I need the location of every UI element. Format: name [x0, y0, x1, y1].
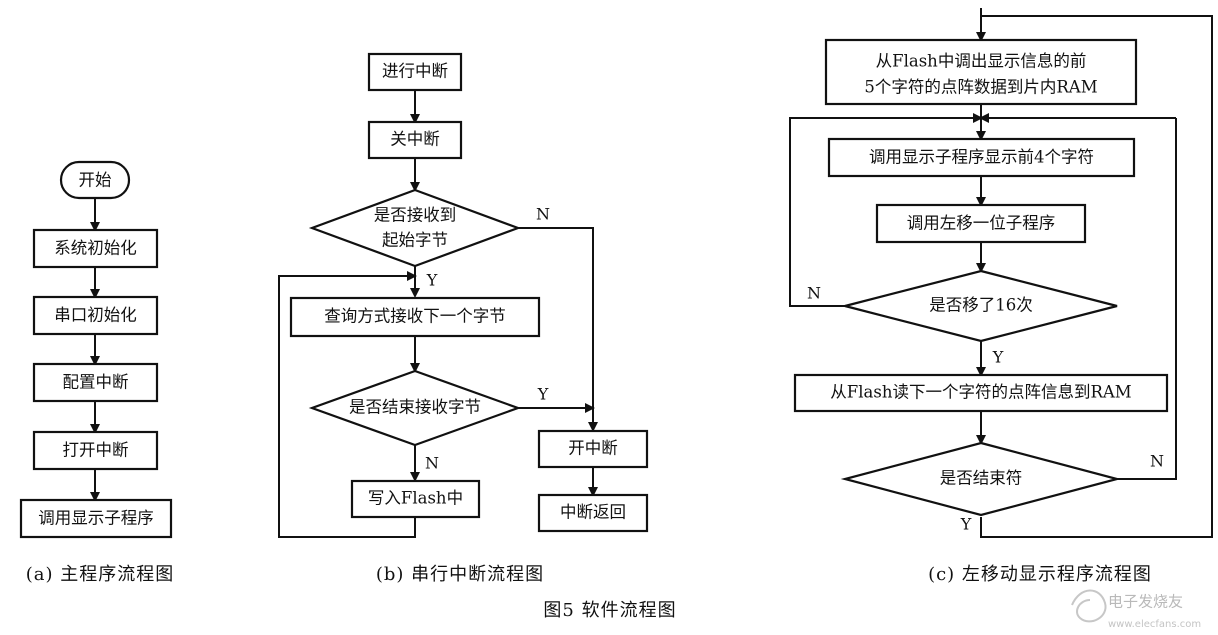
system-init-node — [32, 228, 159, 269]
decision-receive-label-line1: 是否接收到 — [374, 206, 457, 225]
close-interrupt-label: 关中断 — [390, 130, 440, 149]
open-interrupt-label-b: 开中断 — [568, 439, 618, 458]
call-display-node — [19, 498, 173, 539]
y-label-end: Y — [960, 515, 972, 534]
start-node-label: 开始 — [79, 171, 112, 190]
watermark: 电子发烧友 www.elecfans.com — [1071, 589, 1201, 630]
open-interrupt-label-a: 打开中断 — [63, 441, 129, 460]
panel-c-caption: (c) 左移动显示程序流程图 — [928, 564, 1152, 585]
interrupt-return-label: 中断返回 — [560, 503, 626, 522]
system-init-label: 系统初始化 — [54, 239, 137, 258]
interrupt-return-node — [537, 493, 649, 533]
open-interrupt-node-b — [537, 429, 649, 469]
load-flash-node — [824, 38, 1138, 106]
read-next-node — [793, 373, 1169, 413]
decision-end-node — [840, 441, 1122, 517]
watermark-site: www.elecfans.com — [1108, 619, 1201, 630]
panel-b-caption: (b) 串行中断流程图 — [376, 564, 544, 585]
shift-left-node — [875, 203, 1087, 244]
read-next-label: 从Flash读下一个字符的点阵信息到RAM — [830, 383, 1131, 402]
write-flash-label: 写入Flash中 — [368, 489, 463, 508]
config-interrupt-node — [32, 362, 159, 403]
load-flash-label-line1: 从Flash中调出显示信息的前 — [876, 52, 1087, 71]
shift-left-label: 调用左移一位子程序 — [907, 214, 1056, 233]
query-receive-label: 查询方式接收下一个字节 — [324, 307, 506, 326]
decision-receive-node — [308, 188, 522, 268]
decision-finish-label: 是否结束接收字节 — [349, 398, 481, 417]
decision-end-label: 是否结束符 — [940, 469, 1023, 488]
watermark-logo-icon — [1071, 589, 1107, 623]
watermark-brand: 电子发烧友 — [1108, 593, 1183, 611]
b-n-path-to-open — [518, 227, 598, 432]
panel-c-left-shift-display: 从Flash中调出显示信息的前 5个字符的点阵数据到片内RAM 调用显示子程序显… — [789, 8, 1213, 585]
enter-interrupt-node — [367, 52, 463, 92]
n-label-16: N — [807, 284, 821, 303]
y-label-16: Y — [992, 348, 1004, 367]
n-label-finish: N — [425, 454, 439, 473]
write-flash-node — [350, 479, 481, 519]
serial-init-label: 串口初始化 — [54, 306, 137, 325]
display-first4-node — [827, 137, 1136, 178]
call-display-label: 调用显示子程序 — [38, 509, 154, 528]
n-label-end: N — [1150, 452, 1164, 471]
y-label-receive: Y — [426, 271, 438, 290]
c-inner-return-left — [789, 113, 983, 307]
load-flash-label-line2: 5个字符的点阵数据到片内RAM — [864, 78, 1097, 97]
b-loop-back — [278, 271, 417, 538]
close-interrupt-node — [367, 120, 463, 160]
decision-16-label: 是否移了16次 — [929, 296, 1033, 315]
c-end-n-loop — [1117, 118, 1177, 480]
panel-b-serial-interrupt: 进行中断 关中断 是否接收到 起始字节 Y N 查询方式接收下一个字节 是否结束… — [278, 52, 649, 585]
enter-interrupt-label: 进行中断 — [382, 62, 448, 81]
c-outer-return-loop — [980, 15, 1213, 538]
figure-title: 图5 软件流程图 — [543, 600, 676, 621]
panel-a-caption: (a) 主程序流程图 — [26, 564, 175, 585]
display-first4-label: 调用显示子程序显示前4个字符 — [869, 148, 1094, 167]
y-label-finish: Y — [537, 385, 549, 404]
panel-a-main-program: 开始 系统初始化 串口初始化 配置中断 打开中断 调用显示子程序 (a) 主程序… — [19, 160, 175, 585]
n-label-receive: N — [536, 205, 550, 224]
decision-receive-label-line2: 起始字节 — [382, 231, 448, 250]
config-interrupt-label: 配置中断 — [63, 373, 129, 392]
